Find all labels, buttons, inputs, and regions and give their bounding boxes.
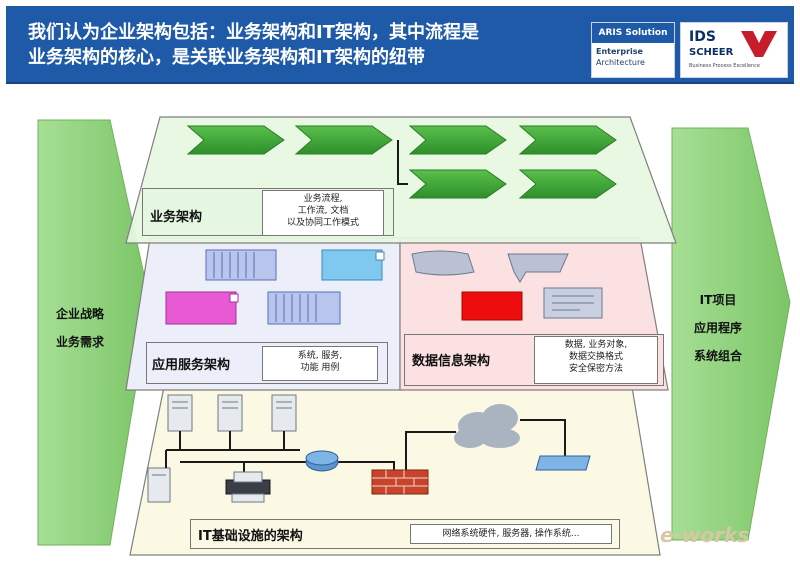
business-desc-line-3: 以及协同工作模式 — [286, 218, 359, 228]
app-icons — [165, 249, 385, 325]
ids-logo-line-2: SCHEER — [689, 47, 734, 58]
document-stack-icon — [267, 291, 341, 325]
process-chevron-icon — [186, 125, 285, 155]
page-title: 我们认为企业架构包括：业务架构和IT架构，其中流程是 业务架构的核心，是关联业务… — [28, 20, 568, 70]
server-icon — [147, 467, 171, 503]
business-layer-label: 业务架构 — [150, 210, 203, 225]
printer-icon — [225, 471, 271, 503]
firewall-icon — [371, 469, 429, 495]
ids-logo-mark-icon — [741, 31, 777, 57]
it-portfolio-arrow-text: IT项目 应用程序 系统组合 — [672, 286, 764, 370]
app-layer-label: 应用服务架构 — [152, 358, 231, 373]
process-chevron-icon — [518, 169, 617, 199]
infra-layer-desc: 网络系统硬件, 服务器, 操作系统... — [410, 524, 612, 544]
server-icon — [167, 394, 193, 432]
title-line-1: 我们认为企业架构包括：业务架构和IT架构，其中流程是 — [28, 22, 479, 43]
aris-logo-line-3: Architecture — [596, 58, 645, 67]
e-works-watermark: e-works — [660, 523, 750, 547]
application-icon — [165, 291, 237, 325]
it-portfolio-line-2: 应用程序 — [693, 321, 742, 335]
it-portfolio-line-3: 系统组合 — [693, 349, 742, 363]
ids-scheer-logo: IDS SCHEER Business Process Excellence — [680, 22, 788, 78]
data-icons — [411, 250, 603, 321]
strategy-arrow-text: 企业战略 业务需求 — [38, 300, 122, 356]
router-icon — [305, 450, 339, 472]
process-chevron-icon — [408, 125, 507, 155]
application-icon — [321, 249, 383, 281]
process-flow — [186, 125, 617, 199]
infra-icons — [147, 394, 591, 503]
database-icon — [411, 250, 475, 276]
data-object-icon — [461, 291, 523, 321]
ids-logo-line-1: IDS — [689, 29, 716, 45]
data-layer-desc: 数据, 业务对象, 数据交换格式 安全保密方法 — [534, 336, 658, 384]
business-layer-desc: 业务流程, 工作流, 文档 以及协同工作模式 — [262, 190, 384, 236]
data-layer-label: 数据信息架构 — [412, 354, 491, 369]
process-chevron-icon — [408, 169, 507, 199]
document-stack-icon — [205, 249, 277, 281]
data-form-icon — [507, 253, 569, 283]
aris-logo: ARIS Solution Enterprise Architecture — [591, 22, 675, 78]
infra-layer-label: IT基础设施的架构 — [198, 529, 303, 544]
business-desc-line-2: 工作流, 文档 — [297, 206, 349, 216]
it-portfolio-arrow — [671, 127, 791, 541]
app-layer-desc: 系统, 服务, 功能 用例 — [262, 346, 378, 381]
aris-logo-line-1: ARIS Solution — [592, 23, 674, 43]
process-chevron-icon — [294, 125, 393, 155]
server-icon — [217, 394, 243, 432]
app-desc-line-1: 系统, 服务, — [297, 351, 343, 361]
server-icon — [271, 394, 297, 432]
business-desc-line-1: 业务流程, — [303, 194, 343, 204]
cloud-icon — [454, 404, 520, 448]
strategy-line-2: 业务需求 — [55, 335, 104, 349]
data-desc-line-1: 数据, 业务对象, — [564, 340, 628, 350]
ids-logo-tagline: Business Process Excellence — [689, 63, 760, 69]
aris-logo-line-2: Enterprise — [596, 47, 643, 56]
title-line-2: 业务架构的核心，是关联业务架构和IT架构的纽带 — [28, 47, 425, 68]
header-banner: 我们认为企业架构包括：业务架构和IT架构，其中流程是 业务架构的核心，是关联业务… — [6, 6, 794, 84]
strategy-line-1: 企业战略 — [55, 307, 104, 321]
network-device-icon — [535, 455, 591, 471]
data-desc-line-3: 安全保密方法 — [568, 364, 623, 374]
data-desc-line-2: 数据交换格式 — [568, 352, 623, 362]
app-desc-line-2: 功能 用例 — [300, 363, 340, 373]
process-chevron-icon — [518, 125, 617, 155]
it-portfolio-line-1: IT项目 — [699, 293, 737, 307]
strategy-arrow — [37, 119, 151, 546]
